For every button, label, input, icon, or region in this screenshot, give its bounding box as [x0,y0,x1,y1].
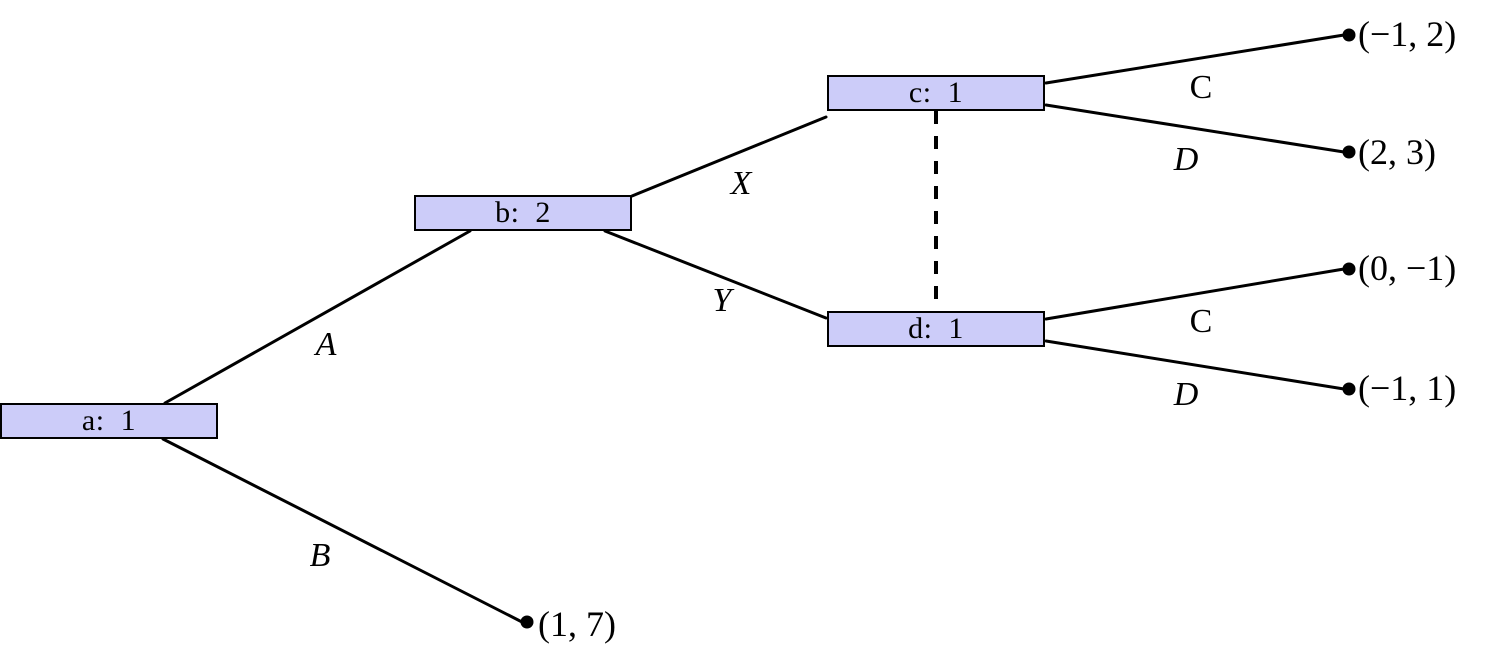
decision-node-b[interactable]: b: 2 [414,195,632,231]
decision-node-label-d: d: 1 [908,312,964,345]
decision-node-label-b: b: 2 [495,196,551,229]
edge-label-c-t1: C [1189,69,1213,106]
tree-edge-c-t1 [1044,33,1346,85]
payoff-label-t-b: (1, 7) [538,604,616,644]
decision-node-label-c: c: 1 [908,76,964,109]
edge-label-c-t2: D [1173,141,1199,178]
tree-edge-a-t1 [161,437,524,624]
payoff-label-t-cd: (2, 3) [1358,132,1436,172]
edges-group [161,33,1346,624]
edge-label-b-c: X [730,165,752,202]
tree-edge-d-t1 [1044,267,1346,321]
payoff-label-t-dd: (−1, 1) [1358,368,1457,408]
decision-node-a[interactable]: a: 1 [0,403,218,439]
tree-edge-b-d [603,229,828,320]
decision-node-c[interactable]: c: 1 [827,75,1045,111]
tree-edge-d-t2 [1044,339,1346,391]
decision-node-d[interactable]: d: 1 [827,311,1045,347]
tree-edge-a-b [163,229,472,405]
edge-label-d-t1: C [1189,303,1213,340]
terminal-node-dot-t-dc [1342,262,1356,276]
terminal-node-dot-t-cc [1342,28,1356,42]
payoff-label-t-cc: (−1, 2) [1358,14,1457,54]
terminal-node-dot-t-dd [1342,382,1356,396]
decision-node-label-a: a: 1 [81,404,137,437]
edge-label-d-t2: D [1173,376,1199,413]
terminal-node-dot-t-cd [1342,145,1356,159]
tree-edge-b-c [630,115,828,198]
terminal-dots-group [520,28,1356,629]
terminal-node-dot-t-b [520,615,534,629]
tree-edge-c-t2 [1044,103,1346,154]
payoff-label-t-dc: (0, −1) [1358,248,1457,288]
edge-label-a-b: A [315,326,337,363]
edge-label-a-t1: B [309,537,331,574]
edge-label-b-d: Y [712,282,732,319]
